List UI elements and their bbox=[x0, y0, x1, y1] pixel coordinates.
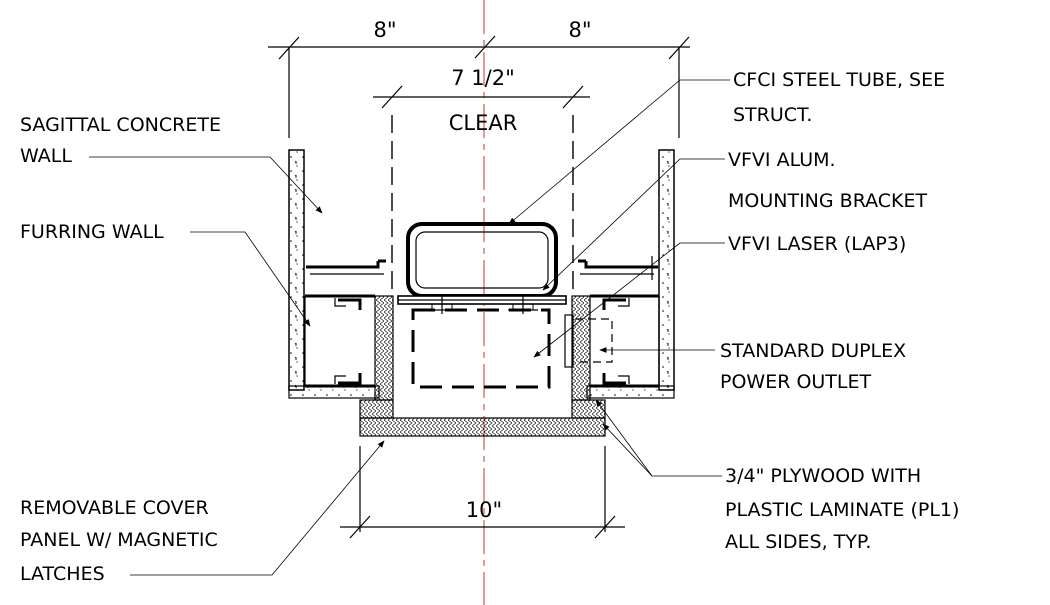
label-sagittal-wall-2: WALL bbox=[20, 145, 72, 167]
dim-right-8in: 8" bbox=[568, 18, 591, 42]
plywood-side-left bbox=[374, 295, 394, 401]
label-steel-tube: CFCI STEEL TUBE, SEE bbox=[733, 69, 945, 91]
label-plywood-2: PLASTIC LAMINATE (PL1) bbox=[725, 499, 959, 521]
concrete-base-right bbox=[586, 385, 675, 399]
label-plywood-3: ALL SIDES, TYP. bbox=[725, 531, 871, 553]
furring-wall-right bbox=[578, 256, 660, 388]
top-dimension: 8" 8" bbox=[268, 18, 690, 138]
cover-panel bbox=[359, 417, 606, 437]
concrete-wall-right bbox=[658, 149, 675, 391]
label-cover-panel-3: LATCHES bbox=[20, 563, 105, 585]
duplex-outlet bbox=[564, 314, 574, 368]
dim-clear-7-1-2: 7 1/2" bbox=[451, 66, 515, 90]
furring-wall-left bbox=[304, 259, 386, 388]
bottom-dimension: 10" bbox=[340, 446, 625, 539]
outlet-box bbox=[575, 318, 613, 363]
label-cover-panel-2: PANEL W/ MAGNETIC bbox=[20, 529, 218, 551]
label-outlet: STANDARD DUPLEX bbox=[720, 340, 906, 362]
dim-left-8in: 8" bbox=[373, 18, 396, 42]
label-bracket-2: MOUNTING BRACKET bbox=[728, 190, 928, 212]
concrete-base-left bbox=[288, 385, 380, 399]
label-bracket: VFVI ALUM. bbox=[728, 149, 836, 171]
plywood-step-left bbox=[359, 399, 394, 419]
label-outlet-2: POWER OUTLET bbox=[720, 371, 872, 393]
label-sagittal-wall: SAGITTAL CONCRETE bbox=[20, 114, 221, 136]
plywood-side-right bbox=[571, 295, 591, 401]
label-furring-wall: FURRING WALL bbox=[20, 221, 164, 243]
dim-clear-label: CLEAR bbox=[449, 111, 518, 135]
laser-unit bbox=[411, 308, 551, 389]
label-steel-tube-2: STRUCT. bbox=[733, 104, 812, 126]
clear-dimension: 7 1/2" CLEAR bbox=[373, 66, 590, 135]
steel-tube bbox=[406, 222, 558, 298]
label-cover-panel: REMOVABLE COVER bbox=[20, 497, 209, 519]
label-plywood: 3/4" PLYWOOD WITH bbox=[725, 465, 921, 487]
label-laser: VFVI LASER (LAP3) bbox=[728, 233, 906, 255]
dim-bottom-10in: 10" bbox=[466, 498, 502, 522]
plywood-step-right bbox=[571, 399, 606, 419]
